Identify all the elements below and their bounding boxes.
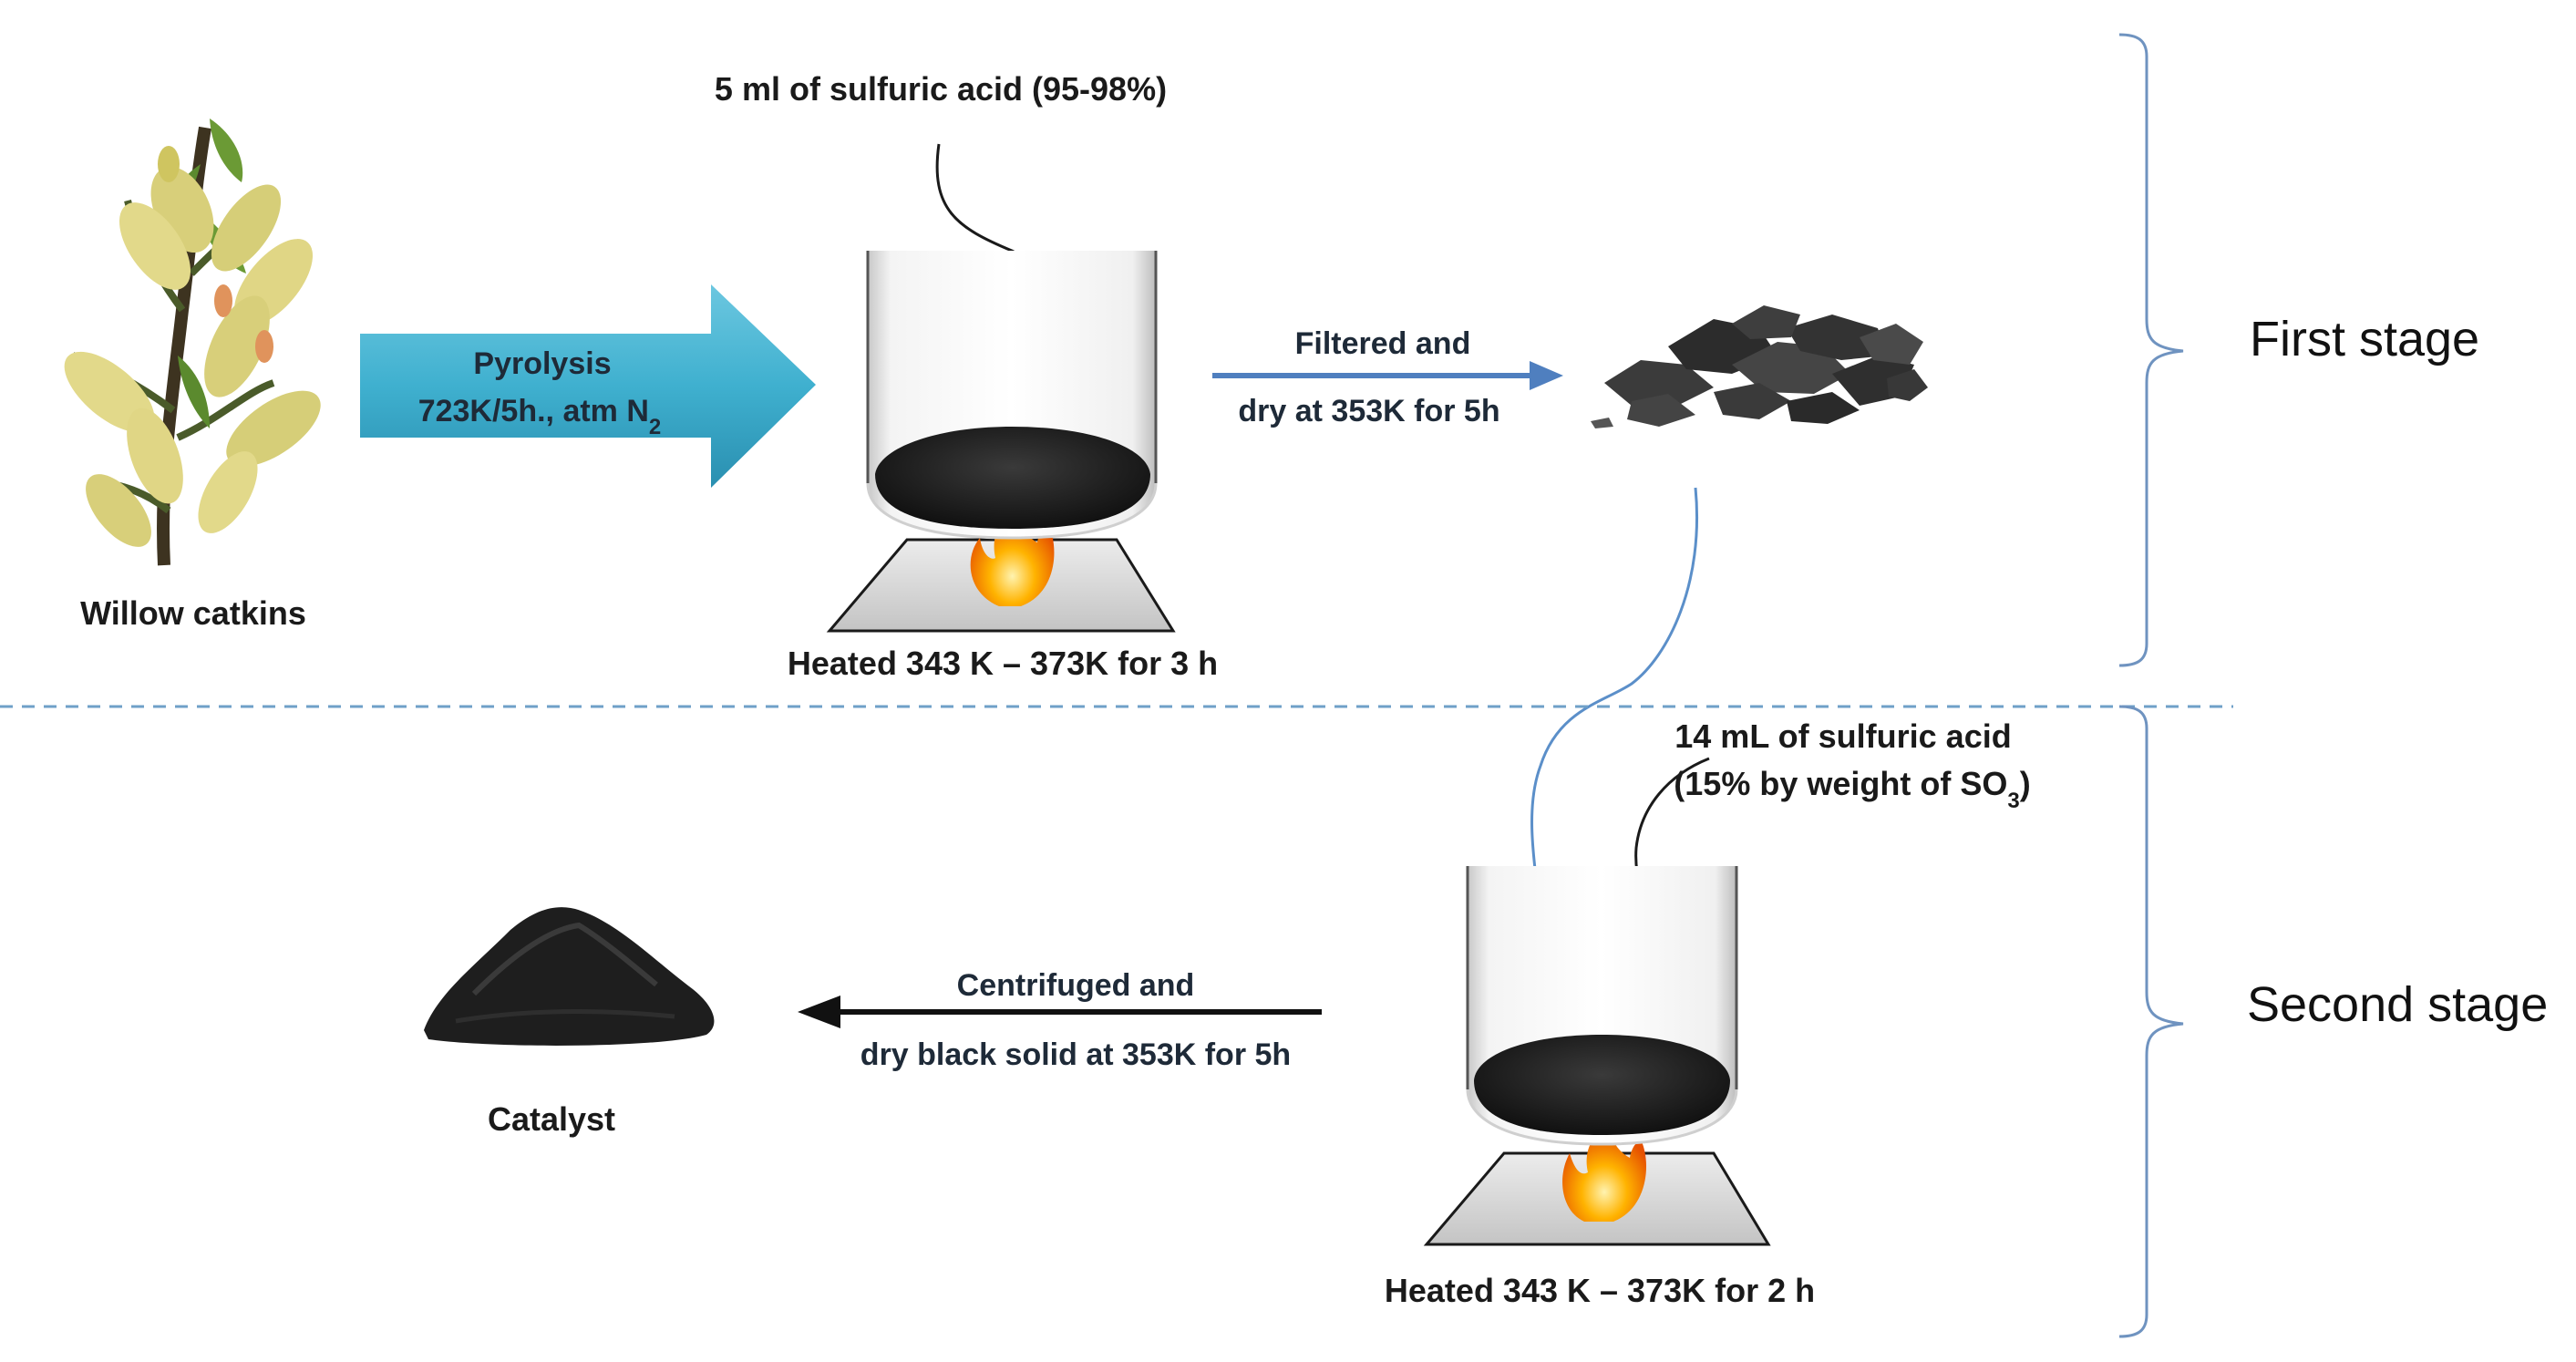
- stage1-acid-label: 5 ml of sulfuric acid (95-98%): [715, 70, 1167, 108]
- pyrolysis-title: Pyrolysis: [473, 346, 611, 381]
- centrifuge-arrow: [798, 996, 1322, 1028]
- stage1-flame-icon: [970, 506, 1055, 606]
- transfer-arrow: [1523, 487, 1699, 927]
- catalyst-powder-image: [424, 907, 715, 1046]
- stage2-heating-label: Heated 343 K – 373K for 2 h: [1385, 1272, 1815, 1309]
- willow-catkins-image: [64, 119, 321, 566]
- char-pieces-image: [1591, 305, 1928, 428]
- filter-label-line1: Filtered and: [1295, 326, 1471, 361]
- second-stage-label: Second stage: [2247, 977, 2548, 1032]
- stage1-heating-label: Heated 343 K – 373K for 3 h: [788, 645, 1218, 682]
- second-stage-bracket: [2118, 705, 2184, 1338]
- centrifuge-label-line1: Centrifuged and: [957, 968, 1195, 1003]
- willow-catkins-label: Willow catkins: [80, 594, 306, 632]
- filter-arrow: [1212, 361, 1563, 390]
- first-stage-label: First stage: [2250, 312, 2479, 366]
- catalyst-label: Catalyst: [488, 1100, 615, 1138]
- stage2-flame-icon: [1562, 1123, 1647, 1222]
- stage2-carbon-powder: [1474, 1035, 1730, 1135]
- centrifuge-label-line2: dry black solid at 353K for 5h: [860, 1037, 1291, 1072]
- pyrolysis-conditions: 723K/5h., atm N2: [418, 394, 662, 439]
- filter-label-line2: dry at 353K for 5h: [1238, 394, 1499, 428]
- stage2-acid-label-line2: (15% by weight of SO3): [1674, 765, 2030, 813]
- pyrolysis-arrow: [360, 284, 816, 488]
- stage2-acid-label-line1: 14 mL of sulfuric acid: [1674, 717, 2011, 755]
- stage1-carbon-powder: [875, 427, 1150, 529]
- first-stage-bracket: [2118, 33, 2184, 667]
